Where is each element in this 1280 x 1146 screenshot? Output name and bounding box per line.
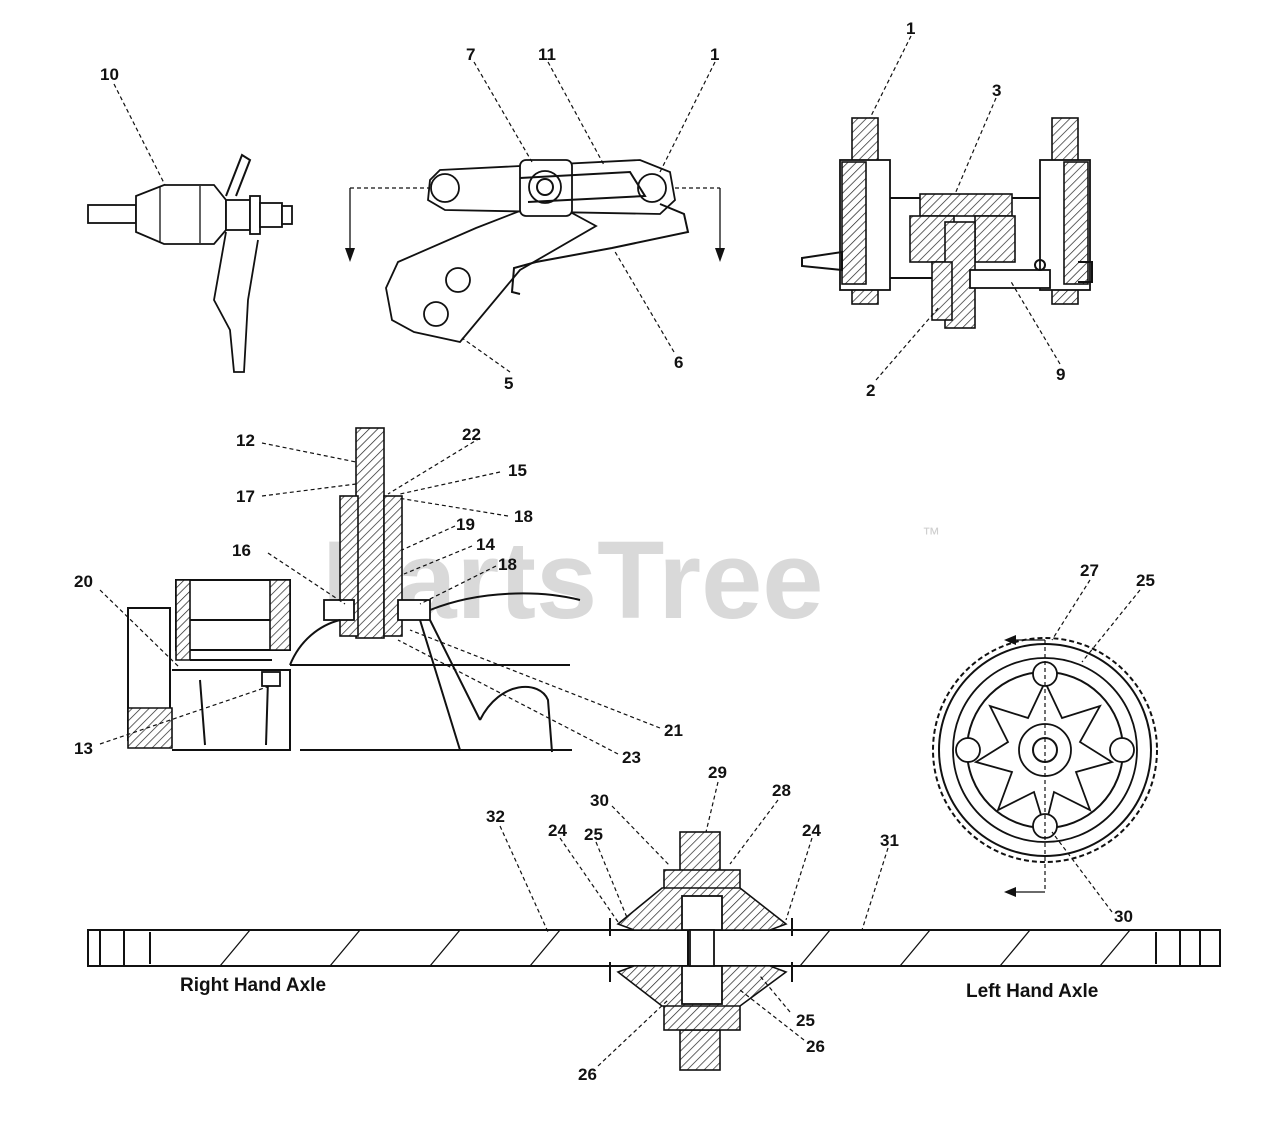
callout-10: 10 [100,65,119,84]
callout-22: 22 [462,425,481,444]
callout-13: 13 [74,739,93,758]
callout-19: 19 [456,515,475,534]
callout-23: 23 [622,748,641,767]
callout-24: 24 [548,821,567,840]
callout-28: 28 [772,781,791,800]
left-hand-axle-label: Left Hand Axle [966,981,1098,1002]
callout-2: 2 [866,381,875,400]
leader-lines [99,35,1141,1067]
callout-25: 25 [584,825,603,844]
callout-27: 27 [1080,561,1099,580]
trademark-symbol: ™ [922,524,940,544]
callout-29: 29 [708,763,727,782]
callout-15: 15 [508,461,527,480]
callout-26: 26 [578,1065,597,1084]
callout-18: 18 [498,555,517,574]
callout-14: 14 [476,535,495,554]
watermark: PartsTree [322,519,823,642]
callout-18: 18 [514,507,533,526]
callout-1: 1 [710,45,719,64]
callout-25: 25 [796,1011,815,1030]
callout-20: 20 [74,572,93,591]
callout-25: 25 [1136,571,1155,590]
callout-30: 30 [590,791,609,810]
callout-24: 24 [802,821,821,840]
view-switch-assembly [87,153,293,373]
callout-12: 12 [236,431,255,450]
view-spindle-section [127,427,581,753]
view-gear-section [801,117,1093,329]
right-hand-axle-label: Right Hand Axle [180,975,326,996]
callout-32: 32 [486,807,505,826]
callout-26: 26 [806,1037,825,1056]
view-ring-gear [932,635,1158,897]
callout-labels: 10 7 11 1 6 5 1 3 2 9 12 22 15 17 18 19 … [74,19,1155,1084]
callout-5: 5 [504,374,513,393]
callout-9: 9 [1056,365,1065,384]
view-bracket-spring [345,159,725,343]
callout-16: 16 [232,541,251,560]
callout-30: 30 [1114,907,1133,926]
view-axle-differential [87,831,1221,1071]
callout-11: 11 [538,45,556,64]
callout-21: 21 [664,721,683,740]
callout-17: 17 [236,487,255,506]
callout-3: 3 [992,81,1001,100]
callout-31: 31 [880,831,899,850]
callout-7: 7 [466,45,475,64]
callout-6: 6 [674,353,683,372]
callout-1: 1 [906,19,915,38]
